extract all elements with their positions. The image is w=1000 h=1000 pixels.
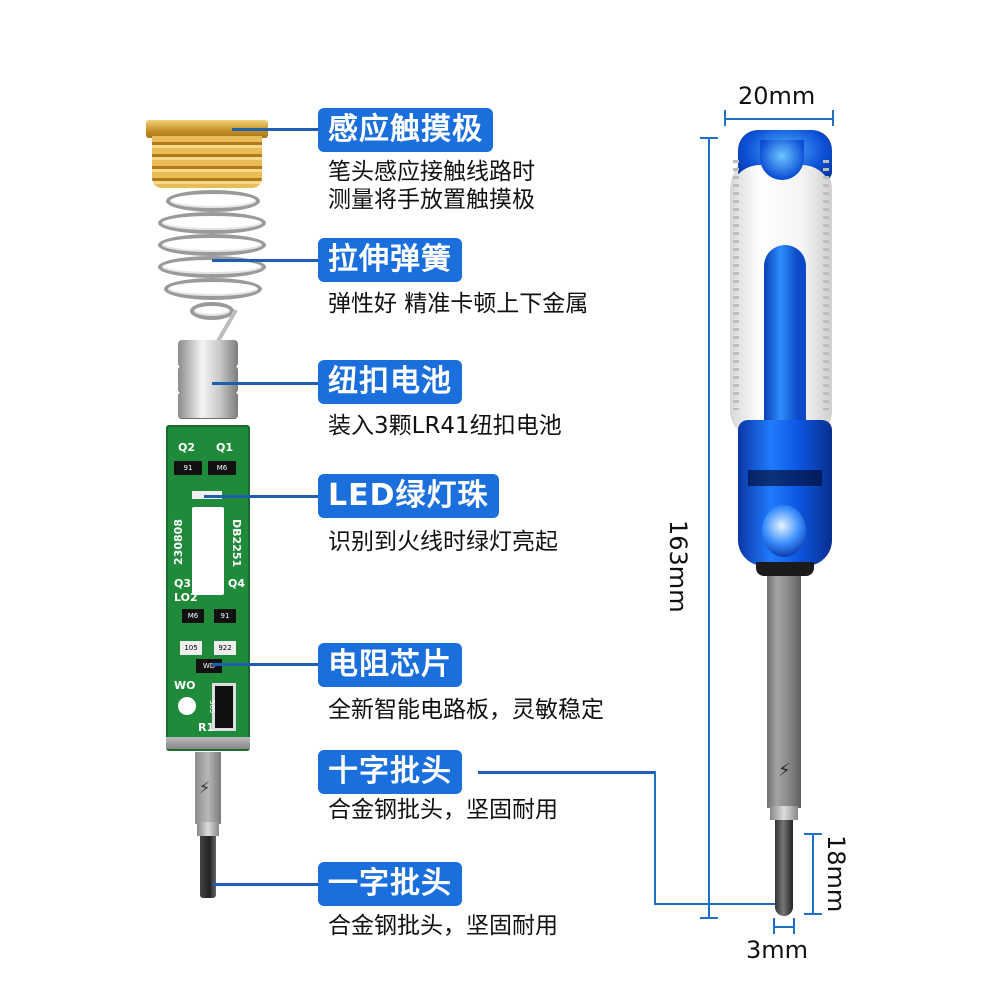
pcb-label-q3: Q3	[174, 577, 192, 590]
label-slotted-bit: 一字批头	[318, 862, 462, 906]
dim-length-tick	[700, 137, 718, 139]
leader-line	[654, 903, 778, 905]
desc-resistor-chip: 全新智能电路板，灵敏稳定	[328, 697, 604, 723]
resistor: 922	[214, 641, 236, 655]
dim-width-label: 20mm	[738, 82, 816, 110]
desc-led: 识别到火线时绿灯亮起	[328, 529, 558, 555]
leader-line	[204, 495, 320, 498]
dim-length-line	[708, 137, 710, 917]
leader-line	[232, 128, 320, 131]
pcb-label-lo2: LO2	[174, 591, 198, 604]
label-resistor-chip: 电阻芯片	[318, 643, 462, 687]
resistor-chip: 565	[208, 683, 236, 731]
pcb-part-number: DB2251	[230, 519, 243, 568]
label-phillips-bit: 十字批头	[318, 750, 462, 794]
touch-electrode-thread	[152, 136, 262, 188]
button-battery	[178, 366, 238, 393]
grip-ridges-right	[823, 160, 829, 410]
leader-line	[212, 663, 320, 666]
handle-end-ring	[756, 562, 814, 576]
label-button-battery: 纽扣电池	[318, 360, 462, 404]
pcb-contact	[166, 737, 250, 749]
leader-line	[212, 883, 320, 886]
button-battery	[178, 392, 238, 419]
pcb-hole	[178, 697, 196, 715]
pcb-label-q4: Q4	[228, 577, 246, 590]
phillips-tip	[775, 820, 793, 916]
dim-tip-length-label: 18mm	[822, 835, 850, 913]
handle-band	[748, 470, 822, 486]
dim-tip-length-line	[812, 833, 814, 913]
leader-line	[654, 771, 656, 903]
pcb-cutout	[192, 507, 224, 595]
transistor-chip: M6	[208, 461, 236, 475]
leader-line	[212, 382, 320, 385]
dim-width-tick	[832, 110, 834, 126]
dim-tip-width-line	[774, 926, 794, 928]
pcb-label-q1: Q1	[216, 441, 234, 454]
handle-side-window	[764, 245, 806, 425]
pcb-date-code: 230808	[172, 519, 185, 565]
resistor-chip: WD	[196, 659, 222, 673]
bolt-icon: ⚡	[199, 778, 211, 797]
pcb-label-q2: Q2	[178, 441, 196, 454]
slotted-bit-tip	[200, 836, 216, 898]
transistor-chip: 91	[214, 609, 236, 623]
transistor-chip: 91	[174, 461, 202, 475]
spring-coil	[158, 256, 266, 278]
desc-phillips-bit: 合金钢批头，坚固耐用	[328, 797, 558, 823]
handle-top-window	[760, 140, 804, 180]
dim-width-line	[725, 118, 833, 120]
touch-electrode-cap	[146, 120, 268, 138]
dim-length-label: 163mm	[664, 520, 692, 613]
dim-tip-width-tick	[793, 918, 795, 934]
resistor: 105	[180, 641, 202, 655]
dim-tip-width-tick	[773, 918, 775, 934]
desc-slotted-bit: 合金钢批头，坚固耐用	[328, 913, 558, 939]
desc-touch-electrode-2: 测量将手放置触摸极	[328, 187, 535, 213]
label-spring: 拉伸弹簧	[318, 238, 462, 282]
leader-line	[212, 259, 320, 262]
bolt-icon: ⚡	[778, 760, 791, 781]
desc-button-battery: 装入3颗LR41纽扣电池	[328, 413, 562, 439]
spring-coil	[190, 302, 234, 320]
label-touch-electrode: 感应触摸极	[318, 108, 493, 152]
dim-tip-length-tick	[804, 913, 822, 915]
circuit-board: Q2 Q1 91 M6 230808 DB2251 Q3 Q4 LO2 M6 9…	[166, 425, 250, 751]
spring-coil	[158, 234, 266, 256]
pcb-label-wo: WO	[174, 679, 196, 692]
screwdriver-shaft	[767, 576, 801, 808]
label-led: LED绿灯珠	[318, 474, 499, 518]
handle-led-window	[762, 505, 806, 557]
slotted-bit-collar	[197, 822, 219, 836]
dim-width-tick	[724, 110, 726, 126]
spring-coil	[164, 278, 262, 300]
dim-tip-length-tick	[804, 833, 822, 835]
spring-coil	[158, 212, 266, 234]
pcb-label-r1: R1	[198, 721, 215, 734]
leader-line	[478, 771, 656, 774]
transistor-chip: M6	[182, 609, 204, 623]
shaft-collar	[770, 806, 798, 820]
spring-coil	[166, 190, 260, 212]
desc-spring: 弹性好 精准卡顿上下金属	[328, 291, 589, 317]
desc-touch-electrode-1: 笔头感应接触线路时	[328, 159, 535, 185]
grip-ridges-left	[733, 160, 739, 410]
dim-length-tick	[700, 917, 718, 919]
button-battery	[178, 340, 238, 367]
slotted-bit-shaft	[195, 752, 221, 824]
dim-tip-width-label: 3mm	[746, 936, 809, 964]
